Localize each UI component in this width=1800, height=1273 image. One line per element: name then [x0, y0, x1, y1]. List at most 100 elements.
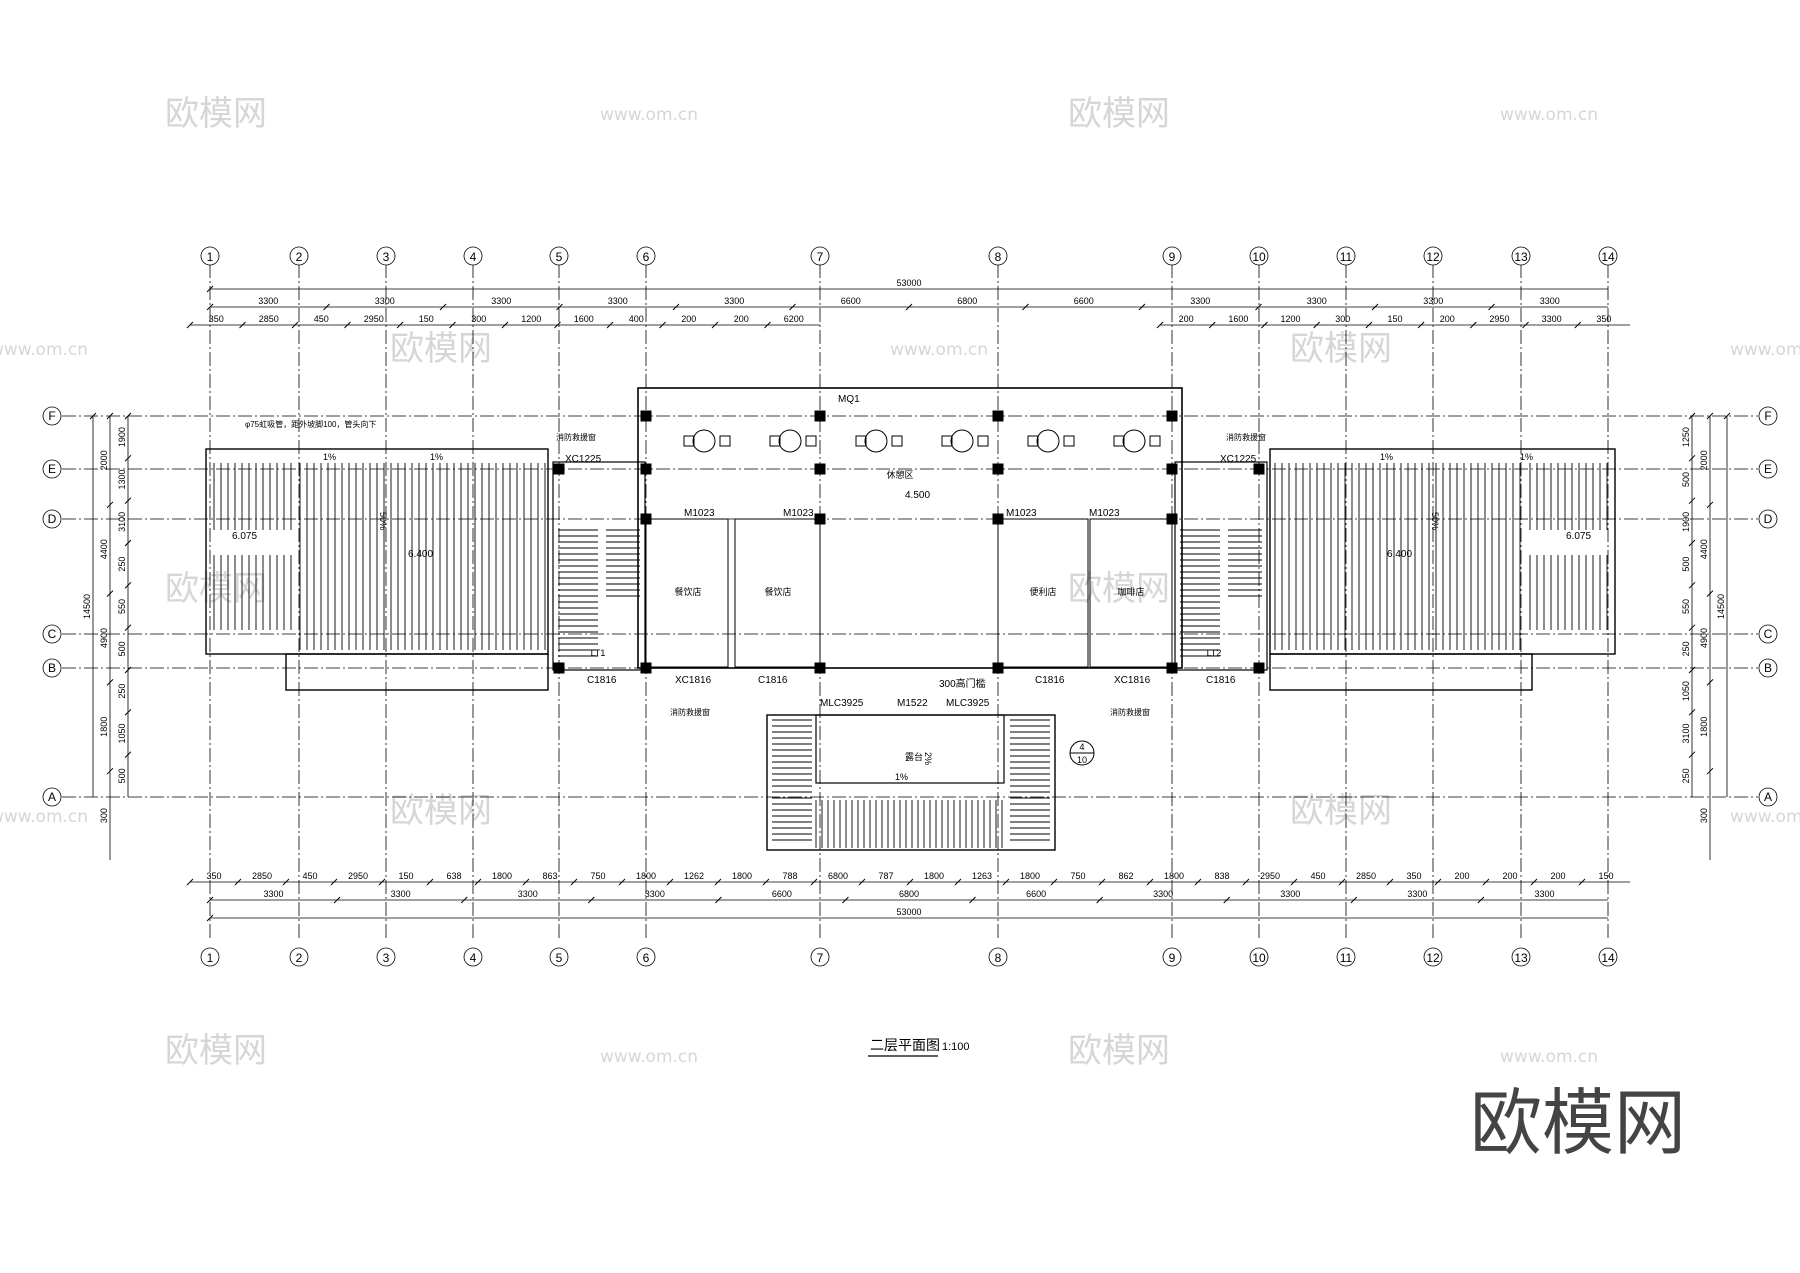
label-elev: 6.075	[1566, 531, 1591, 542]
dim-bottom-row1-tick	[1350, 896, 1358, 904]
dim-right-inner-tick	[1688, 581, 1696, 589]
axis-label-bottom-9: 9	[1169, 951, 1176, 965]
dim-bottom-row2-tick	[1434, 878, 1442, 886]
dim-top-row1-value: 3300	[375, 296, 395, 306]
row-bubble-right-A	[1758, 787, 1778, 807]
dim-bottom-row2-value: 1800	[924, 871, 944, 881]
label-gutter-note: φ75虹吸管，距外坡脚100，管头向下	[245, 419, 376, 429]
dim-top-row1-tick	[439, 303, 447, 311]
dim-bottom-row1-tick	[1477, 896, 1485, 904]
dim-bottom-row2-tick	[570, 878, 578, 886]
label-restaurant-1: 餐饮店	[674, 586, 701, 597]
dim-bottom-row2-value: 2850	[1356, 871, 1376, 881]
dim-top-row1-tick	[206, 303, 214, 311]
dim-top-row1-value: 6800	[957, 296, 977, 306]
axis-label-top-11: 11	[1340, 250, 1353, 264]
table-square	[941, 435, 953, 447]
watermark-url: www.om.cn	[890, 340, 988, 360]
dim-right-inner-value: 1050	[1681, 681, 1691, 701]
row-bubble-left-C	[42, 624, 62, 644]
label-restaurant-2: 餐饮店	[764, 586, 791, 597]
dim-bottom-row1-value: 3300	[1153, 889, 1173, 899]
dim-bottom-row2-tick	[858, 878, 866, 886]
table-round	[692, 429, 716, 453]
axis-label-top-7: 7	[817, 250, 824, 264]
label-shop: 便利店	[1029, 586, 1056, 597]
dim-right-inner-value: 250	[1681, 641, 1691, 656]
dim-bottom-row2-value: 750	[590, 871, 605, 881]
dim-bottom-row2-tick	[762, 878, 770, 886]
table-square	[1149, 435, 1161, 447]
dim-bottom-row2-value: 200	[1550, 871, 1565, 881]
column	[1166, 463, 1178, 475]
axis-bubble-bottom-1	[200, 947, 220, 967]
axis-bubble-top-10	[1249, 246, 1269, 266]
label-fire-window: 消防救援窗	[1110, 707, 1150, 717]
dim-right-mid-value: 4900	[1699, 628, 1709, 648]
dim-bottom-row2-tick	[522, 878, 530, 886]
axis-label-bottom-6: 6	[643, 951, 650, 965]
dim-top-row2-right-tick	[1417, 321, 1425, 329]
column	[553, 463, 565, 475]
dim-right-inner-tick	[1688, 454, 1696, 462]
dim-bottom-row2-value: 200	[1454, 871, 1469, 881]
axis-bubble-bottom-7	[810, 947, 830, 967]
dim-right-inner-value: 500	[1681, 472, 1691, 487]
table-round	[1122, 429, 1146, 453]
dim-left-inner-value: 500	[117, 768, 127, 783]
dim-right-inner-tick	[1688, 708, 1696, 716]
watermark-cn: 欧模网	[1290, 329, 1392, 369]
dim-left-inner-tick	[124, 751, 132, 759]
label-mlc3925: MLC3925	[946, 698, 990, 709]
table-square	[855, 435, 867, 447]
dim-right-mid-tick	[1706, 679, 1714, 686]
dim-left-mid-tick	[106, 501, 114, 509]
room-restaurant-2	[734, 518, 821, 668]
dim-bottom-row1-tick	[587, 896, 595, 904]
dim-bottom-row2-tick	[1146, 878, 1154, 886]
axis-bubble-bottom-14	[1598, 947, 1618, 967]
column	[814, 463, 826, 475]
dim-top-row2-right-value: 3300	[1542, 314, 1562, 324]
dim-bottom-row2-value: 2950	[348, 871, 368, 881]
table-round	[864, 429, 888, 453]
table-square	[769, 435, 781, 447]
dim-top-row2-right-value: 1200	[1281, 314, 1301, 324]
row-label-left-B: B	[48, 661, 56, 675]
axis-bubble-top-5	[549, 246, 569, 266]
axis-label-top-8: 8	[995, 250, 1002, 264]
label-elev: 6.075	[232, 531, 257, 542]
grid-axes	[42, 246, 1778, 967]
dim-bottom-row2-value: 1800	[1164, 871, 1184, 881]
dim-left-mid-value: 4400	[99, 539, 109, 559]
dim-left-inner-value: 250	[117, 684, 127, 699]
row-label-right-C: C	[1764, 627, 1773, 641]
dim-right-inner-value: 250	[1681, 768, 1691, 783]
table-round	[778, 429, 802, 453]
column	[640, 410, 652, 422]
dim-top-row2-right-value: 2950	[1489, 314, 1509, 324]
dim-bottom-row2-tick	[1098, 878, 1106, 886]
dim-bottom-row2-tick	[618, 878, 626, 886]
dim-left-inner-value: 1900	[117, 427, 127, 447]
column	[1253, 662, 1265, 674]
dim-top-row1-value: 3300	[491, 296, 511, 306]
axis-bubble-top-11	[1336, 246, 1356, 266]
dim-left-mid-tick	[106, 767, 114, 775]
axis-bubble-bottom-11	[1336, 947, 1356, 967]
row-bubble-right-E	[1758, 459, 1778, 479]
dim-bottom-row2-value: 450	[302, 871, 317, 881]
label-m1023: M1023	[1089, 508, 1120, 519]
dim-left-inner-tick	[124, 666, 132, 674]
dim-top-row2-right-tick	[1469, 321, 1477, 329]
dim-bottom-row2-value: 200	[1502, 871, 1517, 881]
room-cafe	[1089, 518, 1173, 668]
dim-bottom-row2-tick	[330, 878, 338, 886]
dim-bottom-row1-tick	[842, 896, 849, 904]
axis-label-top-1: 1	[207, 250, 214, 264]
dim-left-mid-tick	[106, 590, 114, 597]
table-round	[950, 429, 974, 453]
dim-top-row2-right-value: 300	[1335, 314, 1350, 324]
room-shop	[997, 518, 1089, 668]
dim-right-outer-tick	[1723, 412, 1731, 420]
